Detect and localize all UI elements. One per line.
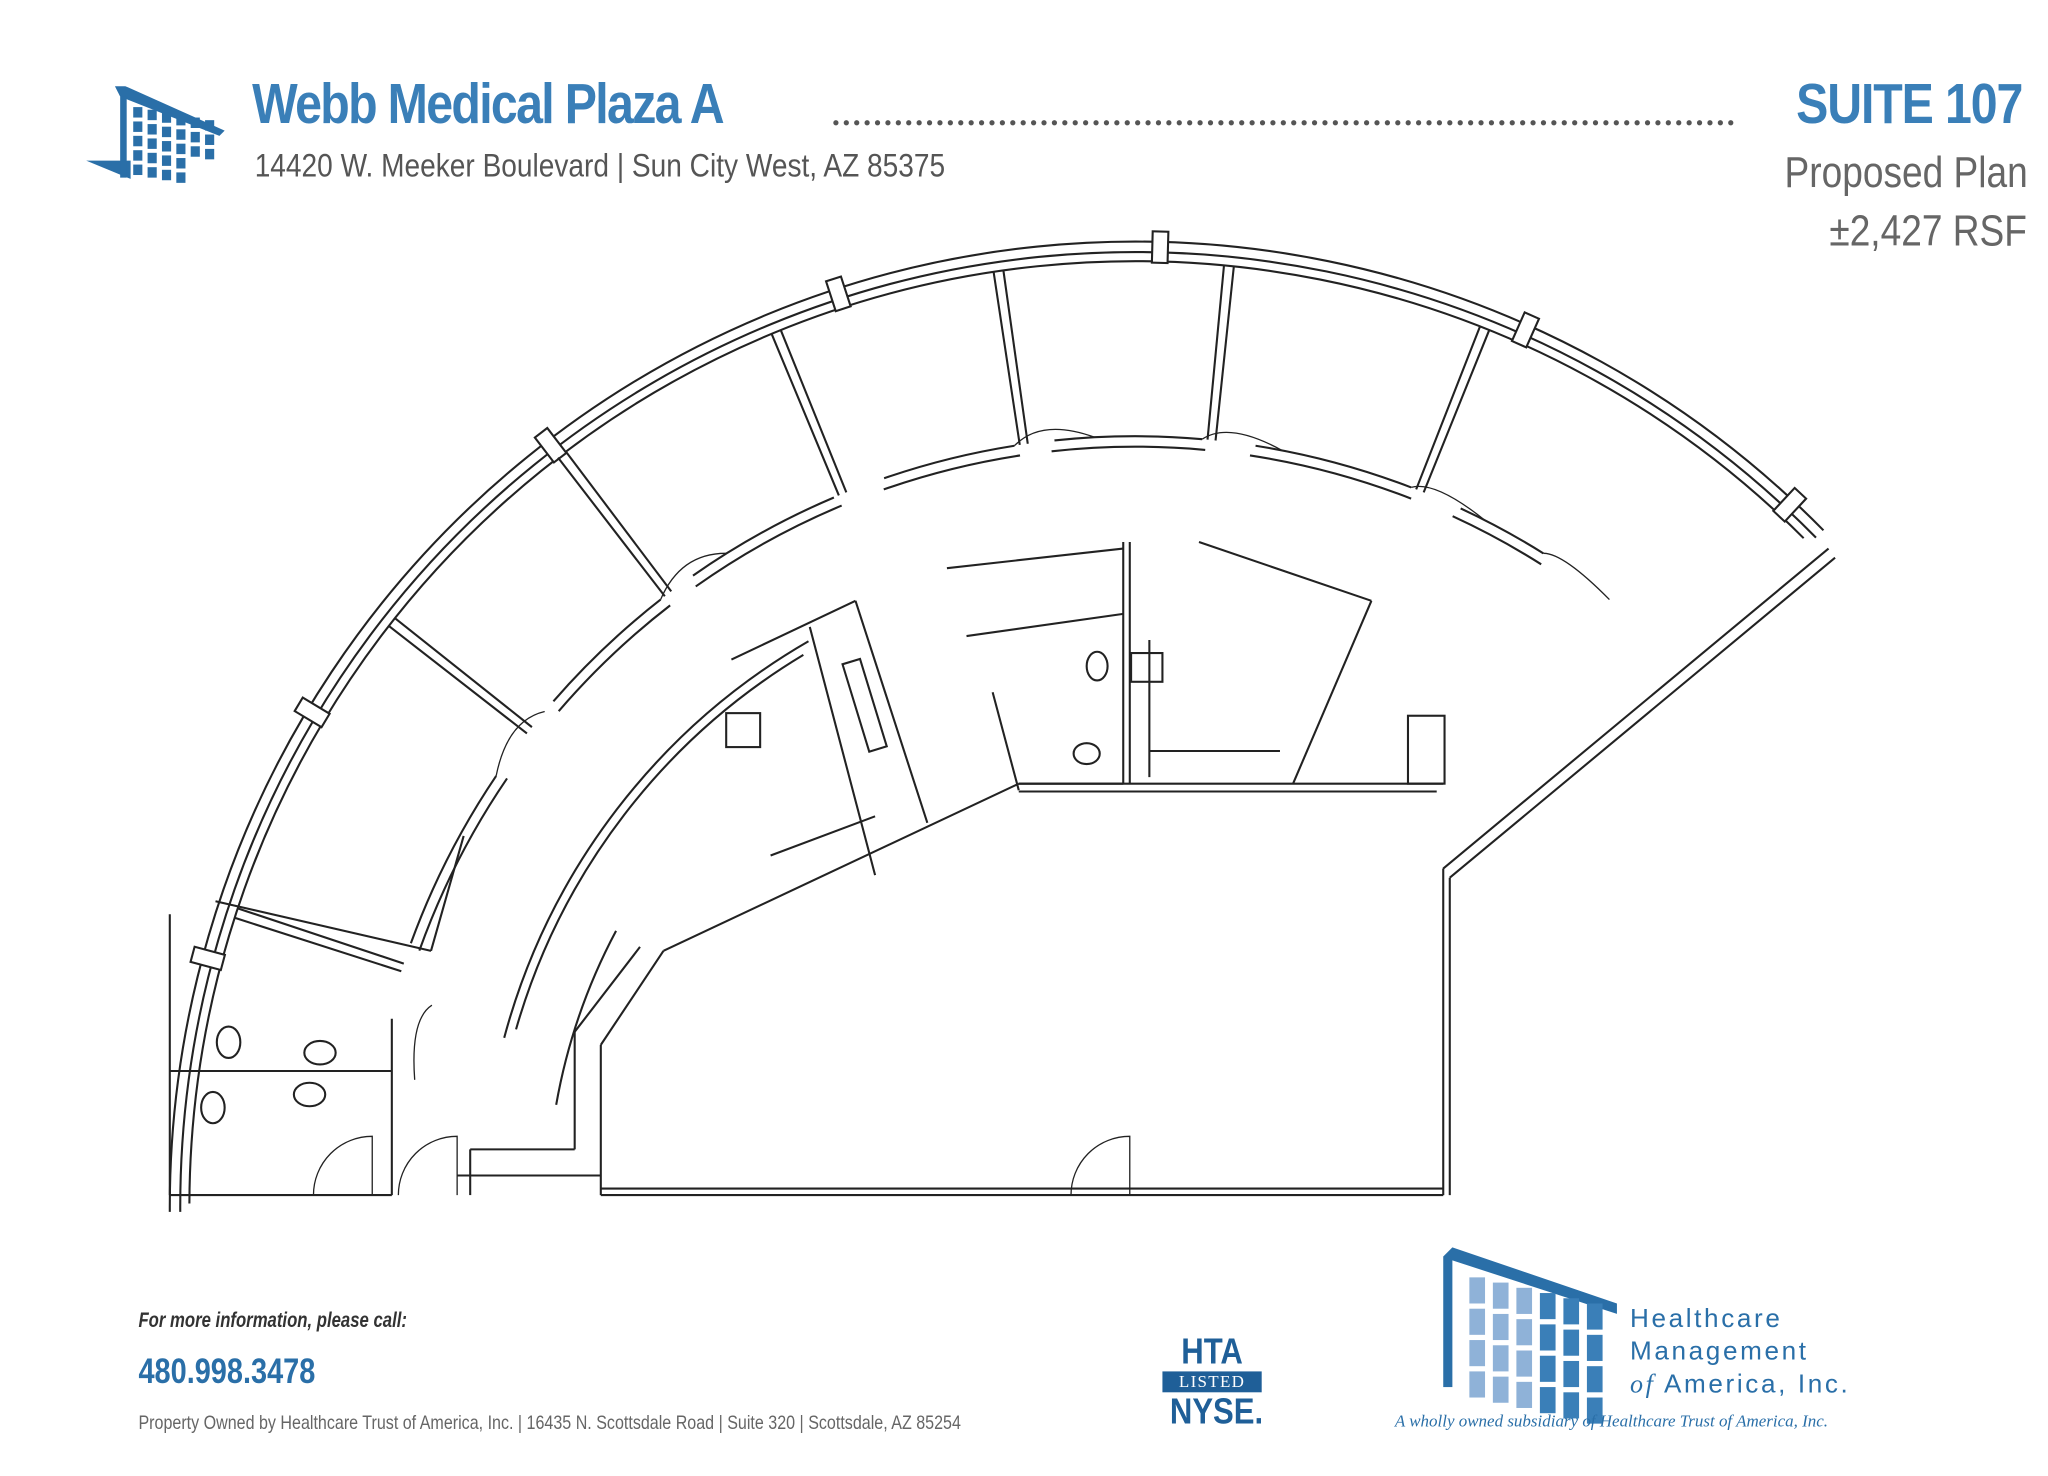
door-swing — [1543, 552, 1610, 601]
rentable-area: ±2,427 RSF — [1829, 206, 2028, 255]
partition-wall — [779, 329, 848, 493]
door-swing — [1410, 485, 1486, 521]
plan-type: Proposed Plan — [1783, 147, 2028, 196]
wall — [946, 547, 1124, 570]
exterior-wall-sill — [188, 260, 1805, 1204]
hma-line3: America, Inc. — [1655, 1370, 1851, 1399]
partition-wall — [1214, 266, 1235, 441]
leader-dots — [833, 120, 1735, 126]
wall — [599, 950, 665, 1046]
room-wall — [692, 496, 835, 577]
door-swing — [312, 1135, 373, 1196]
room-wall — [1460, 507, 1544, 555]
building-title: Webb Medical Plaza A — [252, 73, 725, 136]
wall — [573, 946, 641, 1033]
exterior-wall — [1442, 547, 1830, 870]
partition-wall — [388, 625, 528, 735]
toilet — [200, 1090, 226, 1125]
hta-logo-top: HTA — [1181, 1330, 1243, 1372]
column — [189, 945, 227, 972]
reception-wall — [555, 930, 617, 1105]
partition-wall — [430, 835, 465, 952]
partition-wall — [770, 333, 840, 496]
partition-wall — [557, 456, 666, 597]
column — [1150, 230, 1170, 265]
room-wall — [557, 604, 671, 712]
toilet — [1072, 742, 1101, 766]
contact-phone[interactable]: 480.998.3478 — [138, 1351, 316, 1391]
door-swing — [1013, 428, 1095, 447]
room-wall — [1255, 444, 1412, 489]
sink — [303, 1039, 337, 1066]
wall — [854, 600, 929, 824]
room-wall — [1051, 445, 1206, 453]
wall — [991, 691, 1020, 791]
contact-label: For more information, please call: — [138, 1310, 407, 1333]
room-wall — [552, 598, 662, 702]
exterior-wall-outer — [168, 240, 1825, 1212]
partition-wall — [992, 271, 1021, 446]
owner-line: Property Owned by Healthcare Trust of Am… — [138, 1411, 961, 1435]
partition-wall — [1422, 329, 1491, 493]
column — [1510, 310, 1541, 349]
column — [1771, 486, 1808, 524]
door-swing — [659, 552, 727, 600]
door-swing — [397, 1135, 458, 1196]
room-wall — [883, 444, 1015, 480]
shaft — [1406, 714, 1446, 785]
partition-wall — [234, 916, 402, 973]
partition-wall — [215, 900, 432, 952]
partition-wall — [1415, 326, 1482, 490]
hma-line3-prefix: of — [1630, 1370, 1656, 1399]
column — [293, 696, 332, 729]
corridor-wall — [503, 640, 809, 1039]
hma-logo-text: Healthcare Management of America, Inc. — [1630, 1303, 1850, 1401]
subsidiary-note: A wholly owned subsidiary of Healthcare … — [1394, 1410, 1829, 1431]
wall — [966, 612, 1124, 638]
hta-logo-bottom: NYSE. — [1169, 1390, 1264, 1432]
wall — [1292, 600, 1373, 785]
hma-line1: Healthcare — [1630, 1304, 1783, 1334]
exterior-wall-inner — [179, 251, 1817, 1212]
room-wall — [1054, 435, 1203, 442]
door-swing — [495, 710, 545, 777]
partition-wall — [1206, 265, 1226, 440]
sink-counter — [1130, 652, 1164, 683]
room-wall — [1452, 515, 1542, 566]
toilet — [215, 1025, 242, 1059]
wall — [808, 626, 877, 876]
door-swing — [1201, 431, 1283, 451]
counter — [841, 657, 889, 753]
column — [725, 712, 762, 749]
sink — [1085, 650, 1109, 682]
room-wall — [409, 775, 498, 944]
partition-wall — [1002, 270, 1029, 444]
partition-wall — [394, 617, 533, 728]
suite-number: SUITE 107 — [1795, 73, 2023, 136]
partition-wall — [565, 451, 673, 593]
room-wall — [883, 454, 1021, 491]
room-wall — [1249, 454, 1412, 500]
sink — [292, 1081, 327, 1108]
hta-nyse-logo: HTA LISTED NYSE. — [1162, 1330, 1264, 1432]
hta-logo-middle: LISTED — [1162, 1371, 1262, 1393]
door-swing — [413, 1004, 433, 1080]
door-swing — [1070, 1135, 1131, 1196]
corridor-wall — [515, 654, 804, 1030]
wall — [730, 599, 856, 661]
wall — [663, 782, 1020, 952]
room-wall — [418, 777, 508, 951]
room-wall — [695, 504, 843, 588]
column — [533, 426, 568, 464]
partition-wall — [237, 907, 405, 965]
column — [824, 275, 852, 313]
hma-line2: Management — [1630, 1337, 1809, 1367]
building-address: 14420 W. Meeker Boulevard | Sun City Wes… — [254, 147, 946, 185]
wall — [770, 815, 876, 857]
wall — [1198, 541, 1372, 602]
exterior-wall — [1449, 556, 1836, 879]
